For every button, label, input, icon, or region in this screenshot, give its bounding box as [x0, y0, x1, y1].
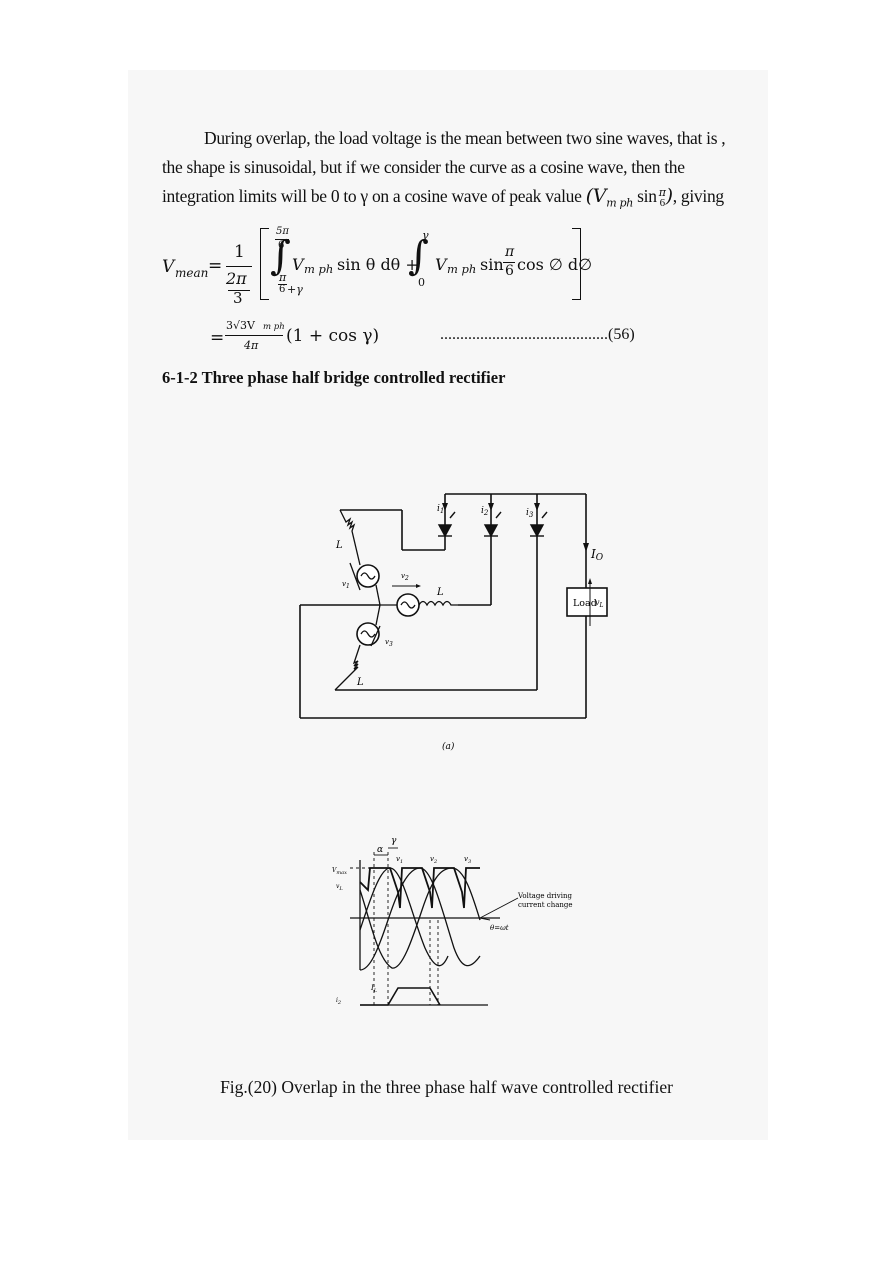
diode-1	[437, 524, 453, 538]
eq1-right-bracket	[572, 228, 581, 300]
label-i1: i1	[437, 504, 444, 515]
wave-label-il: IL	[370, 984, 378, 994]
label-l-mid: L	[436, 587, 444, 598]
diode-2	[483, 524, 499, 538]
paragraph-line-1: During overlap, the load voltage is the …	[204, 128, 726, 148]
wave-label-v3: v3	[464, 855, 471, 865]
annotation-line-1: Voltage driving	[517, 892, 572, 900]
label-alpha: α	[377, 845, 383, 855]
eq1-int1-lower-plus: +γ	[287, 283, 303, 296]
page-sheet	[128, 70, 768, 1140]
eq1-term2-six: 6	[505, 263, 514, 279]
wave-label-v1: v1	[396, 855, 403, 865]
peak-value-sub: m ph	[606, 196, 634, 210]
label-v1: v1	[342, 580, 350, 590]
label-i2: i2	[481, 506, 489, 517]
eq1-term2-pi: π	[505, 244, 515, 260]
eq1-int1-lower: π	[279, 271, 287, 284]
eq1-int2-lower: 0	[418, 276, 425, 289]
eq1-integral-1: ∫	[270, 233, 291, 279]
eq1-integral-2: ∫	[408, 233, 429, 279]
eq1-int1-upper-num: 5π	[276, 226, 289, 237]
section-heading: 6-1-2 Three phase half bridge controlled…	[162, 368, 506, 387]
label-circuit-sublabel: (a)	[442, 741, 455, 752]
eq2-rest: (1 + cos γ)	[286, 326, 380, 346]
wave-label-i2: i2	[336, 997, 341, 1006]
label-io: IO	[590, 547, 604, 563]
label-load: Load	[573, 598, 597, 609]
eq1-frac-num: 1	[234, 242, 245, 262]
eq1-left-bracket	[260, 228, 269, 300]
label-gamma: γ	[391, 836, 397, 846]
wave-v1	[359, 867, 449, 967]
eq2-leader-number: ........................................…	[440, 326, 635, 343]
load-box	[566, 587, 608, 617]
paragraph-line-3: integration limits will be 0 to γ on a c…	[162, 182, 752, 218]
label-l-bottom: L	[356, 677, 364, 688]
i3-arrow	[534, 503, 540, 511]
eq1-int1-lower-bar	[278, 284, 287, 285]
eq1-lhs-sub: mean	[175, 266, 209, 280]
i1-arrow	[442, 503, 448, 511]
wave-v2	[359, 867, 481, 971]
eq1-term2-rest: cos ∅ d∅	[517, 255, 593, 274]
wave-label-theta: θ=ωt	[490, 924, 509, 932]
paragraph-line-2: the shape is sinusoidal, but if we consi…	[162, 157, 685, 177]
eq1-frac-den-bottom: 3	[233, 289, 243, 307]
annotation-line-2: current change	[518, 901, 573, 909]
eq1-term2-sin: sin	[480, 255, 504, 274]
eq1-term1-sub: m ph	[304, 262, 334, 276]
i2-arrow	[488, 503, 494, 511]
eq2-frac-bar	[225, 335, 283, 336]
wave-vl	[359, 867, 480, 909]
eq1-lhs: V	[162, 257, 175, 277]
eq1-frac-den-top: 2π	[226, 269, 247, 288]
io-arrow	[583, 543, 589, 552]
eq2-equals: =	[210, 328, 225, 348]
peak-value-close: )	[665, 185, 673, 207]
paragraph-line-3-end: , giving	[672, 186, 724, 206]
circuit-diagram: i1 i2 i3 IO Load vL v1 v2 v3 L L L (a)	[299, 493, 608, 752]
eq1-equals: =	[208, 256, 223, 276]
eq2-num-sub: m ph	[263, 322, 285, 332]
label-l-top: L	[335, 540, 343, 551]
wave-label-vmax: Vmax	[332, 867, 347, 876]
wave-i2	[360, 987, 441, 1006]
eq2-num: 3√3V	[226, 319, 255, 332]
peak-value-open: (V	[585, 185, 607, 207]
label-vl: vL	[595, 598, 604, 609]
diodes	[437, 511, 548, 538]
eq1-frac-bar	[226, 266, 252, 268]
diode-3	[529, 524, 545, 538]
waveform-diagram: γ α v1 v2 v3 Vmax vL Voltage driving cur…	[332, 836, 573, 1006]
wave-v3	[359, 867, 481, 969]
peak-value-pi: π	[658, 185, 666, 199]
eq1-int1-lower-den: 6	[279, 284, 286, 295]
eq1-term2-v: V	[435, 255, 447, 274]
label-v3: v3	[385, 638, 393, 648]
figure-caption: Fig.(20) Overlap in the three phase half…	[220, 1077, 673, 1097]
eq1-term1-rest: sin θ dθ +	[337, 255, 419, 274]
peak-value-sin: sin	[633, 186, 657, 206]
paragraph-line-3-start: integration limits will be 0 to γ on a c…	[162, 186, 586, 206]
intro-paragraph: During overlap, the load voltage is the …	[162, 124, 752, 218]
inductor-bottom	[334, 644, 361, 691]
eq1-term1-v: V	[292, 255, 304, 274]
peak-value-six: 6	[659, 196, 666, 209]
eq1-frac-den-bar	[228, 290, 250, 292]
inductor-top	[339, 509, 361, 566]
wave-label-v2: v2	[430, 855, 437, 865]
label-i3: i3	[526, 508, 534, 519]
wave-label-vl: vL	[336, 883, 343, 892]
label-v2: v2	[401, 572, 409, 582]
eq1-int1-upper-bar	[275, 239, 289, 240]
eq1-term2-frac-bar	[503, 262, 515, 263]
vl-arrow-head	[588, 578, 592, 584]
eq1-int2-upper: γ	[422, 229, 429, 242]
inductor-mid	[418, 600, 458, 607]
eq2-den: 4π	[244, 339, 259, 352]
eq1-term2-sub: m ph	[447, 262, 477, 276]
eq1-int1-upper-den: 6	[278, 240, 285, 251]
